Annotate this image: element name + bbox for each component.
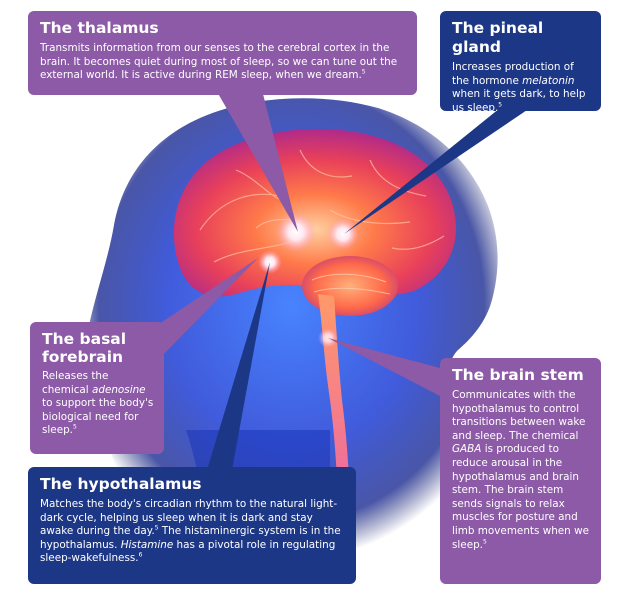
basal-title: The basal forebrain bbox=[42, 330, 127, 366]
hypothalamus-text: Matches the body's circadian rhythm to t… bbox=[40, 498, 341, 565]
pineal-spot bbox=[327, 218, 359, 250]
callout-pointers bbox=[150, 90, 530, 470]
basal-forebrain-callout: The basal forebrain Releases the chemica… bbox=[30, 322, 164, 454]
basal-text: Releases the chemical adenosine to suppo… bbox=[42, 370, 154, 437]
thalamus-title: The thalamus bbox=[40, 19, 159, 37]
hypothalamus-callout: The hypothalamus Matches the body's circ… bbox=[28, 467, 356, 584]
hypothalamus-title: The hypothalamus bbox=[40, 475, 202, 493]
brain-stem-title: The brain stem bbox=[452, 366, 584, 384]
cerebellum bbox=[302, 256, 398, 316]
pineal-text: Increases production of the hormone mela… bbox=[452, 61, 586, 114]
brain-stem-callout: The brain stem Communicates with the hyp… bbox=[440, 358, 601, 584]
brain-stem-pointer bbox=[328, 338, 440, 396]
hypothalamus-pointer bbox=[207, 262, 270, 470]
brain-stem-text: Communicates with the hypothalamus to co… bbox=[452, 389, 589, 551]
pineal-gland-callout: The pineal gland Increases production of… bbox=[440, 11, 601, 114]
pineal-pointer bbox=[344, 108, 530, 234]
thalamus-callout: The thalamus Transmits information from … bbox=[28, 11, 417, 95]
thalamus-text: Transmits information from our senses to… bbox=[40, 42, 398, 82]
pineal-title: The pineal gland bbox=[452, 19, 544, 56]
thalamus-pointer bbox=[216, 90, 298, 232]
basal-pointer bbox=[150, 258, 258, 354]
thalamus-spot bbox=[276, 212, 316, 252]
